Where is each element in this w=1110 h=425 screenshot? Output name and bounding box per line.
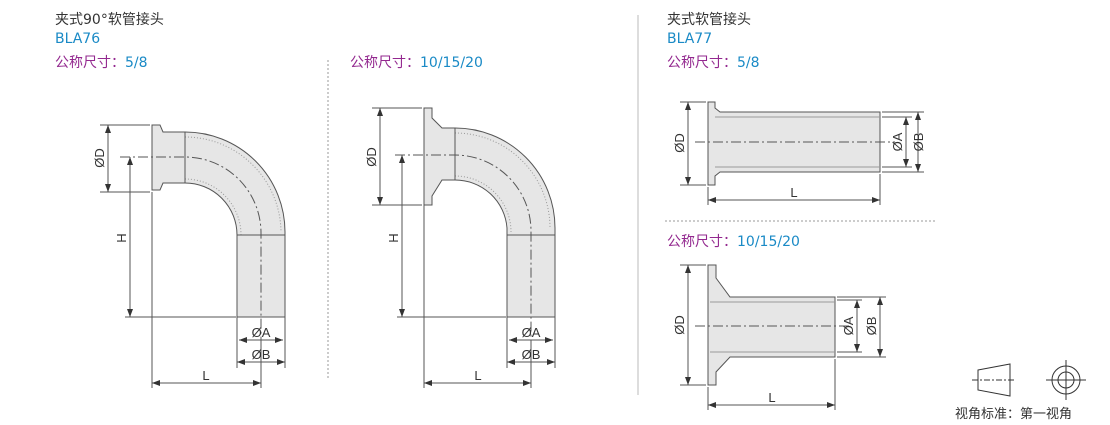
legend-value: 第一视角 [1020,407,1073,422]
dim-L-label: L [768,390,775,405]
dim-L-label: L [202,368,209,383]
dim-D-label: ØD [672,133,687,153]
first-angle-projection-icon [972,360,1086,400]
dim-H-label: H [386,233,401,242]
dim-B-label: ØB [522,347,541,362]
size-value: 5/8 [125,55,148,71]
left-code: BLA76 [55,31,101,47]
size-value: 5/8 [737,55,760,71]
size-label: 公称尺寸： [667,55,737,71]
size-label: 公称尺寸： [350,55,420,71]
elbow-drawing-1 [100,124,286,388]
right-code: BLA77 [667,31,713,47]
dim-A-label: ØA [522,325,541,340]
dim-D-label: ØD [364,147,379,167]
right-title: 夹式软管接头 [667,12,751,28]
view-standard-legend: 视角标准：第一视角 [955,403,1072,422]
legend-label: 视角标准： [955,407,1021,422]
size-label: 公称尺寸： [667,234,737,250]
left-size-1: 公称尺寸：5/8 [55,55,148,71]
elbow-drawing-2 [372,107,556,388]
left-title: 夹式90°软管接头 [55,12,164,28]
dim-A-label: ØA [841,316,856,335]
dim-B-label: ØB [252,347,271,362]
size-value: 10/15/20 [737,234,800,250]
dim-H-label: H [114,233,129,242]
left-size-2: 公称尺寸：10/15/20 [350,55,483,71]
right-size-1: 公称尺寸：5/8 [667,55,760,71]
straight-drawing-2 [680,264,886,410]
dim-D-label: ØD [672,315,687,335]
dim-L-label: L [474,368,481,383]
dim-L-label: L [790,185,797,200]
dim-B-label: ØB [864,317,879,336]
straight-drawing-1 [680,101,924,205]
right-size-2: 公称尺寸：10/15/20 [667,234,800,250]
dim-A-label: ØA [252,325,271,340]
dim-D-label: ØD [92,148,107,168]
dim-A-label: ØA [890,132,905,151]
dim-B-label: ØB [911,133,926,152]
size-value: 10/15/20 [420,55,483,71]
size-label: 公称尺寸： [55,55,125,71]
